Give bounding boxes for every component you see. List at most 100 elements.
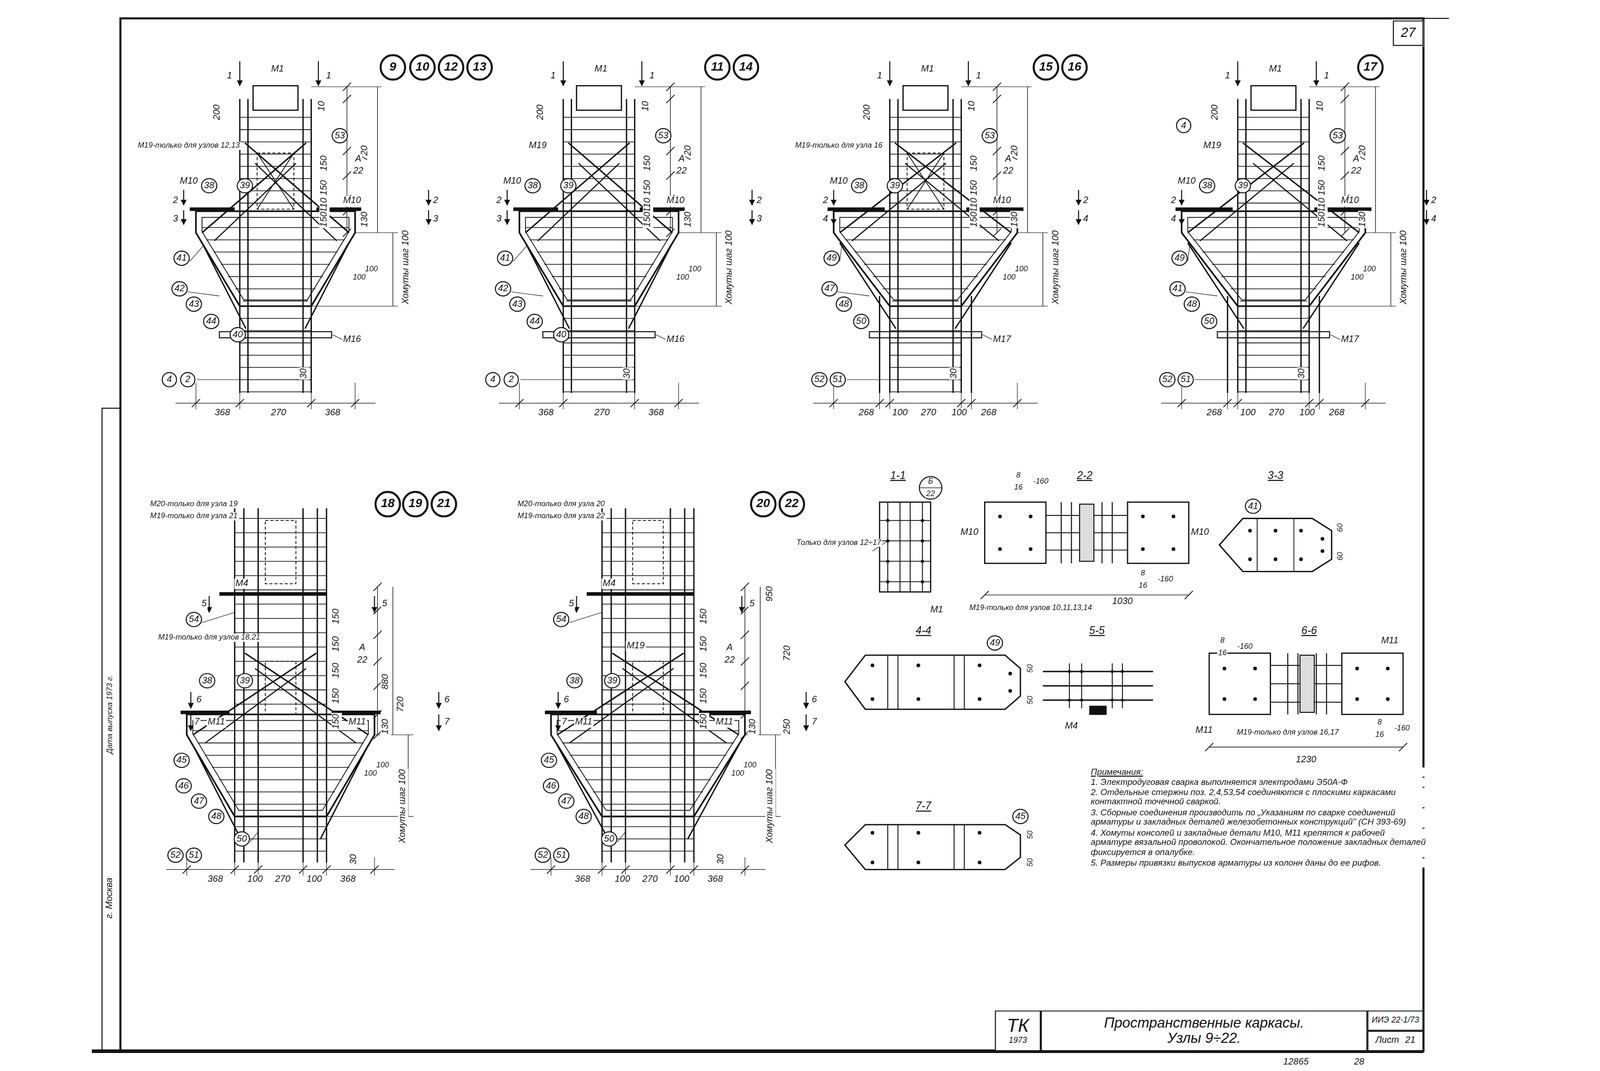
dimension-label: 12865 <box>1282 1056 1310 1068</box>
callout-number: 45 <box>540 752 557 768</box>
dimension-label: 100 <box>1014 265 1029 274</box>
dimension-label: 368 <box>339 874 357 885</box>
dimension-label: г. Москва <box>105 876 116 920</box>
dimension-label: 100 <box>1361 265 1377 274</box>
dimension-label: Хомуты шаг 100 <box>724 229 735 306</box>
callout-number: 49 <box>823 250 840 266</box>
node-text: 27 <box>1400 25 1416 41</box>
dimension-label: 200 <box>212 103 223 121</box>
dimension-label: М10 <box>959 527 980 538</box>
dimension-label: 5 <box>567 598 576 609</box>
note-text: Примечания: <box>1089 767 1429 777</box>
dimension-label: 100 <box>675 273 691 282</box>
dimension-label: 22 <box>1349 166 1363 177</box>
dimension-label: 100 <box>673 874 691 885</box>
dimension-label: М11 <box>206 717 227 728</box>
callout-number: 51 <box>1177 371 1194 388</box>
dimension-label: Хомуты шаг 100 <box>398 768 409 845</box>
section-title: 7-7 <box>914 800 933 812</box>
dimension-label: М10 <box>828 176 849 187</box>
dimension-label: 130 <box>380 717 391 736</box>
title-block-cell: Лист21 <box>1367 1030 1424 1051</box>
dimension-label: М10 <box>1189 527 1210 538</box>
dimension-label: 150 <box>698 687 710 705</box>
dimension-label: 1 <box>974 71 983 82</box>
dimension-label: 22 <box>925 489 937 498</box>
dimension-label: 60 <box>1336 550 1345 562</box>
callout-number: 44 <box>202 313 220 329</box>
node-number-circle: 22 <box>778 490 806 518</box>
dimension-label: М10 <box>1340 196 1361 207</box>
dimension-label: М1 <box>593 64 609 75</box>
dimension-label: 10 <box>317 100 328 113</box>
callout-number: 39 <box>603 673 621 689</box>
callout-number: 53 <box>981 128 998 144</box>
dimension-label: М10 <box>991 196 1012 207</box>
callout-number: 42 <box>495 280 512 297</box>
dimension-label: 100 <box>687 265 703 274</box>
callout-number: 43 <box>185 296 203 312</box>
callout-number: 42 <box>171 280 188 297</box>
node-number-circle: 17 <box>1357 53 1385 81</box>
dimension-label: 100 <box>375 761 390 770</box>
dimension-label: М1 <box>919 64 935 75</box>
node-text: 18 <box>381 497 395 511</box>
callout-number: 50 <box>1200 313 1218 329</box>
dimension-label: Хомуты шаг 100 <box>765 768 776 845</box>
dimension-label: 30 <box>949 367 960 380</box>
callout-number: 41 <box>496 250 514 266</box>
node-number-circle: 18 <box>374 490 402 518</box>
dimension-label: М19 <box>625 640 646 651</box>
dimension-label: 6 <box>562 694 571 705</box>
dimension-label: 8 <box>1139 569 1147 578</box>
dimension-label: 6 <box>810 694 818 705</box>
dimension-label: М1 <box>270 64 286 75</box>
dimension-label: 130 <box>1358 210 1369 229</box>
callout-number: 38 <box>201 178 218 194</box>
dimension-label: А <box>1003 154 1013 165</box>
dimension-label: 270 <box>919 408 938 419</box>
callout-number: 46 <box>543 777 560 794</box>
dimension-label: 2 <box>822 196 830 207</box>
callout-number: 40 <box>229 327 246 343</box>
dimension-label: 150 <box>319 179 330 197</box>
dimension-label: 2 <box>495 196 503 207</box>
callout-number: 52 <box>534 847 551 863</box>
dimension-label: 720 <box>395 695 406 713</box>
callout-number: 47 <box>191 793 208 809</box>
dimension-label: 950 <box>765 585 776 603</box>
dimension-label: 1230 <box>1295 755 1318 766</box>
dimension-label: 130 <box>747 717 759 736</box>
dimension-label: 150 <box>331 712 342 731</box>
node-text: 11 <box>710 60 724 74</box>
callout-number: 51 <box>553 847 570 863</box>
dimension-label: Только для узлов 12÷17 <box>795 538 883 548</box>
dimension-label: -160 <box>1156 575 1175 584</box>
dimension-label: 268 <box>1328 408 1346 419</box>
dimension-label: 150 <box>1317 210 1328 229</box>
title-block-cell: ИИЭ 22-1/73 <box>1367 1010 1424 1031</box>
dimension-label: М10 <box>179 176 199 187</box>
callout-number: 39 <box>560 178 577 194</box>
dimension-label: М19-только для узлов 16,17 <box>1235 728 1340 737</box>
dimension-label: 270 <box>274 874 292 885</box>
section-title: 4-4 <box>914 624 933 637</box>
dimension-label: 4 <box>1170 214 1178 225</box>
dimension-label: 30 <box>1296 367 1308 380</box>
callout-number: 53 <box>331 128 348 144</box>
node-text: ИИЭ 22-1/73 <box>1371 1015 1420 1025</box>
dimension-label: 150 <box>643 210 654 229</box>
node-number-circle: 21 <box>430 490 458 518</box>
dimension-label: 16 <box>1013 483 1024 492</box>
callout-number: 52 <box>167 847 184 863</box>
node-text: 19 <box>408 497 423 511</box>
dimension-label: 268 <box>979 408 998 419</box>
dimension-label: 30 <box>298 367 310 380</box>
dimension-label: А <box>358 643 367 654</box>
dimension-label: 100 <box>613 874 632 885</box>
dimension-label: 10 <box>967 100 978 113</box>
dimension-label: 150 <box>698 607 710 626</box>
dimension-label: 100 <box>891 408 909 419</box>
dimension-label: 1 <box>1223 71 1232 82</box>
